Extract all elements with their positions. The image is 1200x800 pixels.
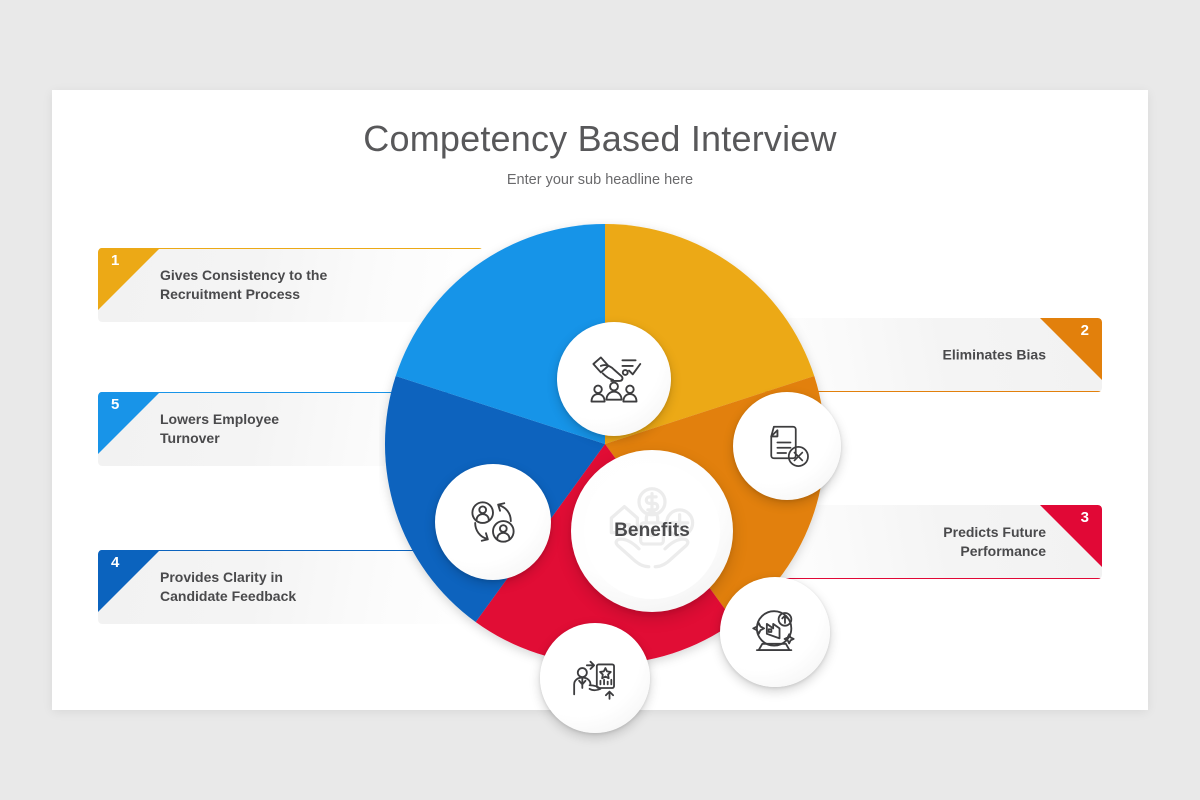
employee-rotation-icon — [471, 501, 515, 543]
crystal-ball-forecast-icon — [752, 610, 795, 652]
item-number: 3 — [1080, 509, 1089, 526]
item-icon-bubble-4[interactable] — [540, 623, 650, 733]
item-label: Gives Consistency to the Recruitment Pro… — [160, 267, 328, 302]
presentation-feedback-icon — [573, 660, 615, 700]
item-number: 5 — [111, 396, 120, 413]
document-rejected-icon — [770, 425, 809, 467]
hub-circle[interactable]: Benefits — [571, 450, 733, 612]
hand-selecting-candidate-icon — [590, 356, 642, 403]
page-subtitle: Enter your sub headline here — [506, 172, 694, 188]
wheel-segment-5 — [395, 224, 605, 444]
item-label: Lowers Employee Turnover — [160, 411, 280, 446]
item-number: 2 — [1080, 322, 1089, 339]
page-title: Competency Based Interview — [363, 118, 837, 159]
hands-holding-benefits-icon — [609, 487, 695, 569]
card-number-corner: 1 — [98, 248, 160, 310]
card-accent-line — [98, 550, 483, 551]
card-number-corner: 5 — [98, 392, 160, 454]
card-accent-line — [98, 392, 483, 393]
card-accent-line — [98, 248, 483, 249]
card-background — [98, 248, 483, 322]
item-card-1[interactable]: 1 Gives Consistency to the Recruitment P… — [98, 248, 483, 322]
card-number-corner: 2 — [1040, 318, 1102, 380]
item-label: Provides Clarity in Candidate Feedback — [160, 569, 297, 604]
item-icon-bubble-1[interactable] — [557, 322, 671, 436]
item-label: Eliminates Bias — [942, 346, 1047, 363]
hub-inner: Benefits — [584, 463, 720, 599]
hub-label: Benefits — [614, 520, 690, 541]
item-label: Predicts Future Performance — [943, 524, 1046, 559]
slide-canvas: Competency Based Interview Enter your su… — [52, 90, 1148, 733]
item-card-4[interactable]: 4 Provides Clarity in Candidate Feedback — [98, 550, 483, 624]
card-number-corner: 4 — [98, 550, 160, 612]
item-number: 1 — [111, 252, 120, 269]
card-accent-line — [717, 578, 1102, 579]
item-number: 4 — [111, 554, 120, 571]
item-icon-bubble-3[interactable] — [720, 577, 830, 687]
card-accent-line — [717, 391, 1102, 392]
card-background — [98, 550, 483, 624]
item-icon-bubble-2[interactable] — [733, 392, 841, 500]
card-number-corner: 3 — [1040, 505, 1102, 567]
item-icon-bubble-5[interactable] — [435, 464, 551, 580]
